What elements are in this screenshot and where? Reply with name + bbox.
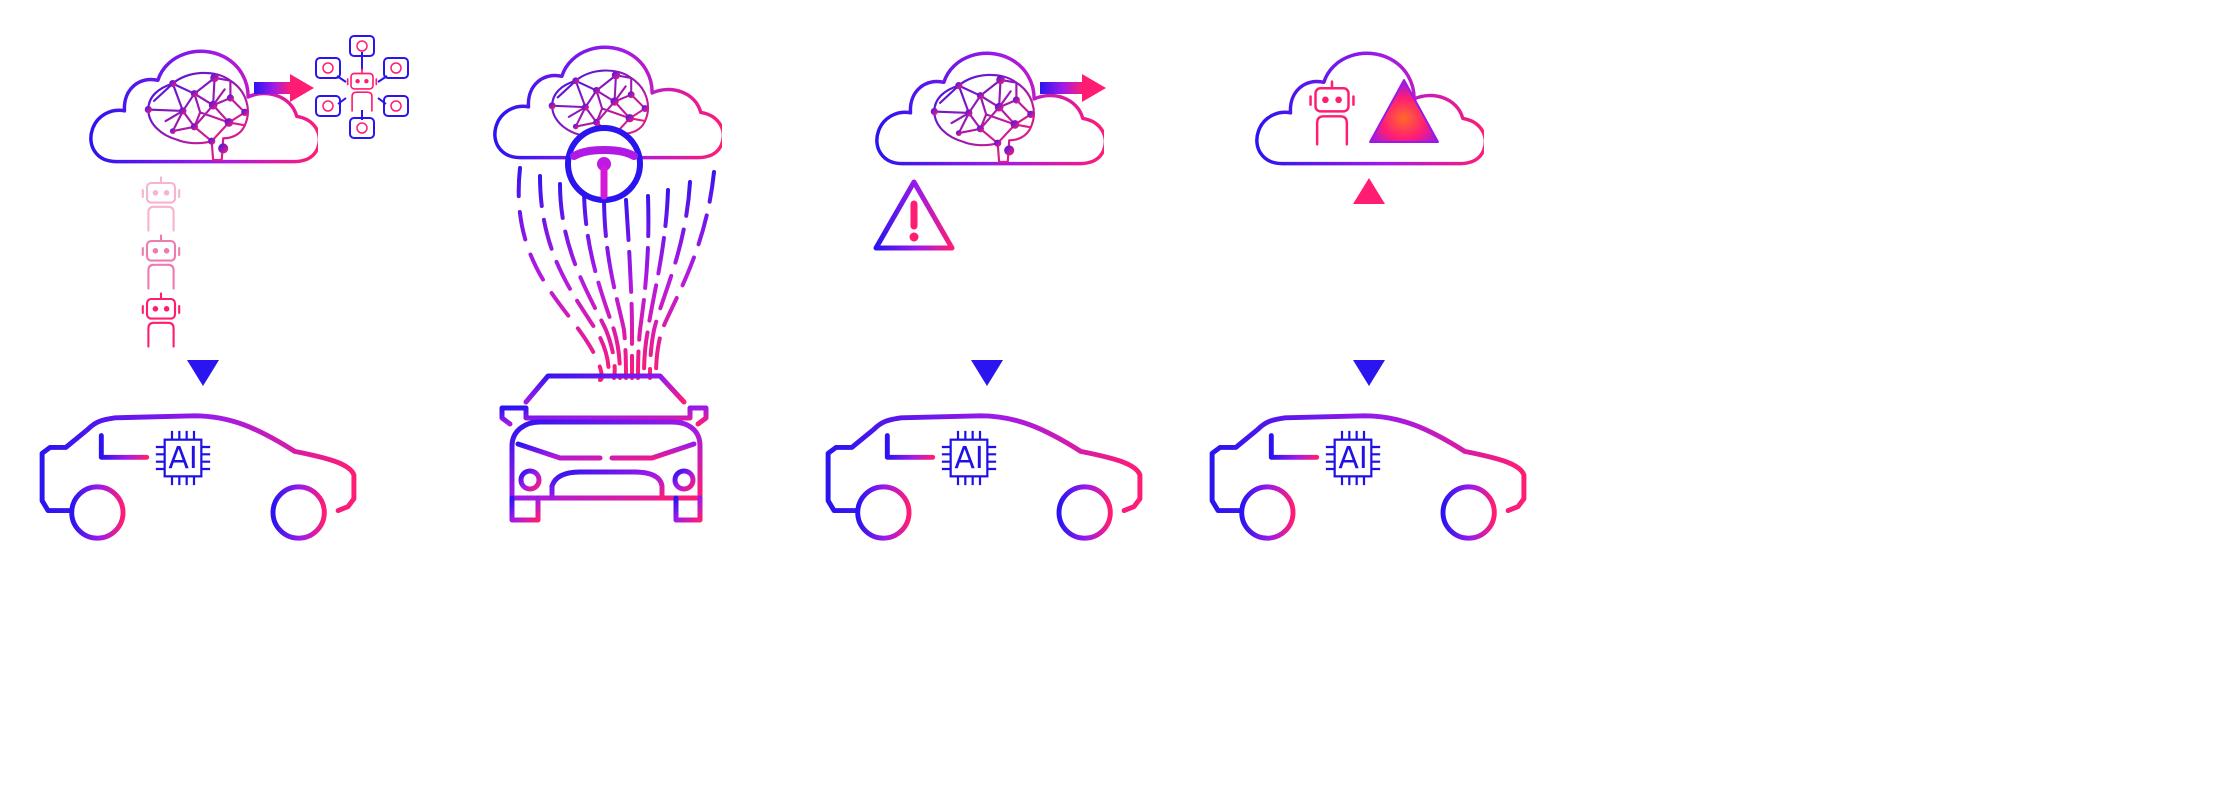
ai-chip-icon: AI bbox=[154, 429, 212, 487]
robot-icon bbox=[1309, 80, 1355, 146]
panel-offboard-training: AI bbox=[42, 35, 409, 538]
chip-label: AI bbox=[954, 441, 983, 476]
ai-chip-icon: AI bbox=[940, 429, 998, 487]
robot-network-icon bbox=[315, 35, 409, 139]
robot-icon bbox=[141, 292, 181, 348]
robot-icon bbox=[141, 234, 181, 290]
cloud-icon bbox=[89, 49, 318, 164]
arrow-right-icon bbox=[1040, 74, 1106, 102]
triangle-icon bbox=[1369, 79, 1439, 143]
dashed-down-arrow-icon bbox=[971, 178, 1003, 386]
data-streams-icon bbox=[516, 166, 716, 382]
panel-risk-warning: AI bbox=[828, 51, 1140, 538]
dashed-down-arrow-icon bbox=[187, 178, 219, 386]
brain-icon bbox=[144, 71, 250, 162]
chip-label: AI bbox=[168, 441, 197, 476]
panel-remote-driving bbox=[493, 45, 722, 523]
chip-label: AI bbox=[1338, 441, 1367, 476]
robot-icon bbox=[141, 176, 181, 232]
panel-two-way-sync: AI bbox=[1212, 51, 1524, 538]
arrow-right-icon bbox=[254, 74, 314, 102]
ai-chip-icon: AI bbox=[1324, 429, 1382, 487]
car-front-icon bbox=[499, 373, 709, 523]
dashed-bidirectional-arrow-icon bbox=[1353, 178, 1385, 386]
steering-wheel-icon bbox=[565, 125, 643, 203]
brain-icon bbox=[930, 73, 1036, 164]
warning-icon bbox=[873, 179, 955, 251]
cloud-icon bbox=[875, 51, 1104, 166]
cloud-icon bbox=[1255, 51, 1484, 166]
